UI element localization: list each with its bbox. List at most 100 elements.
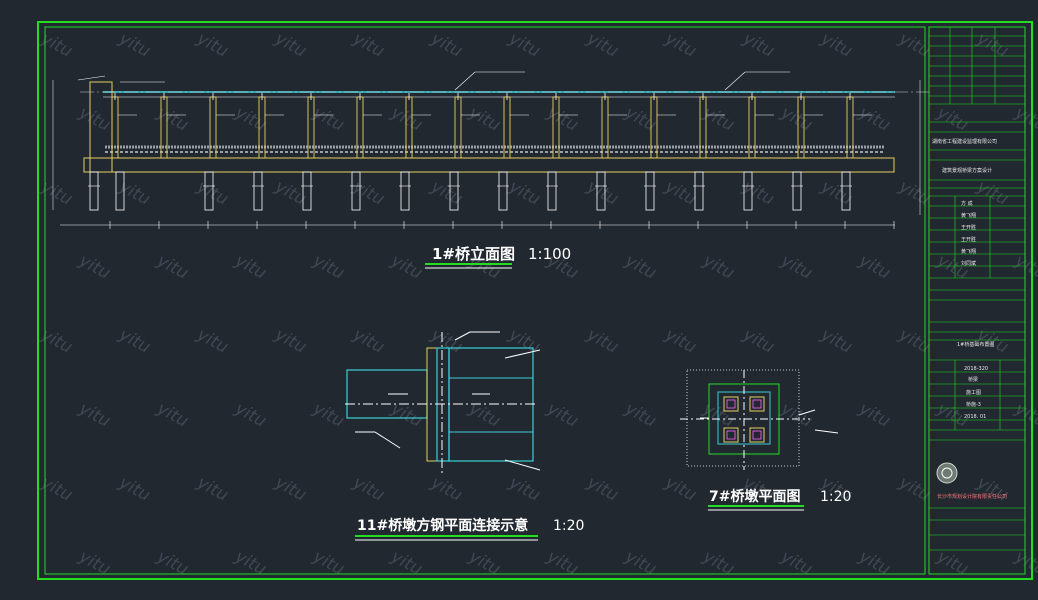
watermark-text: yitu	[739, 176, 778, 209]
watermark-text: yitu	[777, 250, 816, 283]
watermark-text: yitu	[37, 28, 76, 61]
watermark-text: yitu	[75, 546, 114, 579]
connection-title: 11#桥墩方钢平面连接示意	[357, 517, 528, 534]
watermark-text: yitu	[1011, 250, 1038, 283]
elevation-caption: 1#桥立面图 1:100	[425, 245, 571, 269]
watermark-text: yitu	[543, 398, 582, 431]
watermark-text: yitu	[193, 324, 232, 357]
watermark-text: yitu	[777, 546, 816, 579]
title-block: 湖南省工程建设监理有限公司 建筑景观桥梁方案设计 方 成黄飞翔王开胜王开胜黄飞翔…	[928, 26, 1026, 575]
watermark-text: yitu	[543, 546, 582, 579]
watermark-text: yitu	[699, 102, 738, 135]
inner-frame	[44, 26, 926, 575]
company-logo	[936, 462, 958, 484]
watermark-text: yitu	[583, 176, 622, 209]
watermark-layer: yitu yitu yitu yitu yitu yitu yitu yitu yitu yitu…	[37, 28, 1038, 579]
watermark-text: yitu	[661, 28, 700, 61]
watermark-text: yitu	[37, 324, 76, 357]
watermark-text: yitu	[349, 472, 388, 505]
watermark-text: yitu	[661, 472, 700, 505]
connection-detail-drawing	[345, 331, 541, 476]
watermark-text: yitu	[855, 250, 894, 283]
watermark-text: yitu	[505, 28, 544, 61]
title-block-code: 2018-320	[964, 366, 988, 372]
watermark-text: yitu	[37, 472, 76, 505]
watermark-text: yitu	[231, 102, 270, 135]
watermark-text: yitu	[621, 250, 660, 283]
signature-name: 方 成	[961, 200, 973, 207]
watermark-text: yitu	[193, 472, 232, 505]
watermark-text: yitu	[661, 176, 700, 209]
elevation-scale: 1:100	[528, 245, 571, 263]
watermark-text: yitu	[271, 472, 310, 505]
watermark-text: yitu	[387, 546, 426, 579]
watermark-text: yitu	[699, 250, 738, 283]
watermark-text: yitu	[465, 546, 504, 579]
watermark-text: yitu	[817, 324, 856, 357]
elevation-title: 1#桥立面图	[432, 245, 515, 263]
watermark-text: yitu	[895, 28, 934, 61]
title-block-discipline: 桥梁	[968, 376, 978, 383]
watermark-text: yitu	[739, 324, 778, 357]
watermark-text: yitu	[271, 28, 310, 61]
pier-plan-scale: 1:20	[820, 489, 851, 505]
signature-name: 王开胜	[961, 224, 976, 231]
connection-caption: 11#桥墩方钢平面连接示意 1:20	[355, 517, 584, 541]
watermark-text: yitu	[271, 176, 310, 209]
watermark-text: yitu	[621, 102, 660, 135]
watermark-text: yitu	[75, 250, 114, 283]
watermark-text: yitu	[583, 28, 622, 61]
watermark-text: yitu	[583, 472, 622, 505]
title-block-company: 湖南省工程建设监理有限公司	[932, 138, 997, 145]
signature-name: 黄飞翔	[961, 212, 976, 219]
watermark-text: yitu	[427, 472, 466, 505]
watermark-text: yitu	[973, 28, 1012, 61]
watermark-text: yitu	[1011, 546, 1038, 579]
watermark-text: yitu	[465, 398, 504, 431]
watermark-text: yitu	[895, 472, 934, 505]
watermark-text: yitu	[309, 398, 348, 431]
watermark-text: yitu	[349, 176, 388, 209]
watermark-text: yitu	[309, 102, 348, 135]
title-block-grid	[929, 27, 1025, 551]
watermark-text: yitu	[699, 546, 738, 579]
watermark-text: yitu	[115, 472, 154, 505]
pier-plan-title: 7#桥墩平面图	[709, 488, 800, 505]
connection-scale: 1:20	[553, 518, 584, 534]
signature-name: 黄飞翔	[961, 248, 976, 255]
watermark-text: yitu	[153, 102, 192, 135]
watermark-text: yitu	[1011, 398, 1038, 431]
watermark-text: yitu	[621, 546, 660, 579]
watermark-text: yitu	[855, 102, 894, 135]
watermark-text: yitu	[465, 102, 504, 135]
signature-name: 刘同斌	[961, 260, 976, 267]
watermark-text: yitu	[387, 250, 426, 283]
watermark-text: yitu	[739, 28, 778, 61]
watermark-text: yitu	[231, 398, 270, 431]
watermark-text: yitu	[309, 250, 348, 283]
watermark-text: yitu	[387, 398, 426, 431]
watermark-text: yitu	[505, 176, 544, 209]
title-block-sheet-no: 桥施-3	[966, 401, 981, 408]
watermark-text: yitu	[427, 176, 466, 209]
watermark-text: yitu	[115, 28, 154, 61]
watermark-text: yitu	[271, 324, 310, 357]
title-block-project: 建筑景观桥梁方案设计	[942, 167, 992, 174]
watermark-text: yitu	[817, 28, 856, 61]
watermark-text: yitu	[75, 398, 114, 431]
signature-name: 王开胜	[961, 236, 976, 243]
watermark-text: yitu	[115, 176, 154, 209]
watermark-text: yitu	[427, 28, 466, 61]
watermark-text: yitu	[231, 546, 270, 579]
watermark-text: yitu	[933, 102, 972, 135]
watermark-text: yitu	[349, 324, 388, 357]
title-block-stage: 施工图	[966, 389, 981, 396]
outer-frame	[37, 21, 1033, 580]
watermark-text: yitu	[37, 176, 76, 209]
watermark-text: yitu	[973, 472, 1012, 505]
watermark-text: yitu	[75, 102, 114, 135]
watermark-text: yitu	[427, 324, 466, 357]
watermark-text: yitu	[543, 102, 582, 135]
bridge-elevation-drawing	[52, 71, 930, 229]
